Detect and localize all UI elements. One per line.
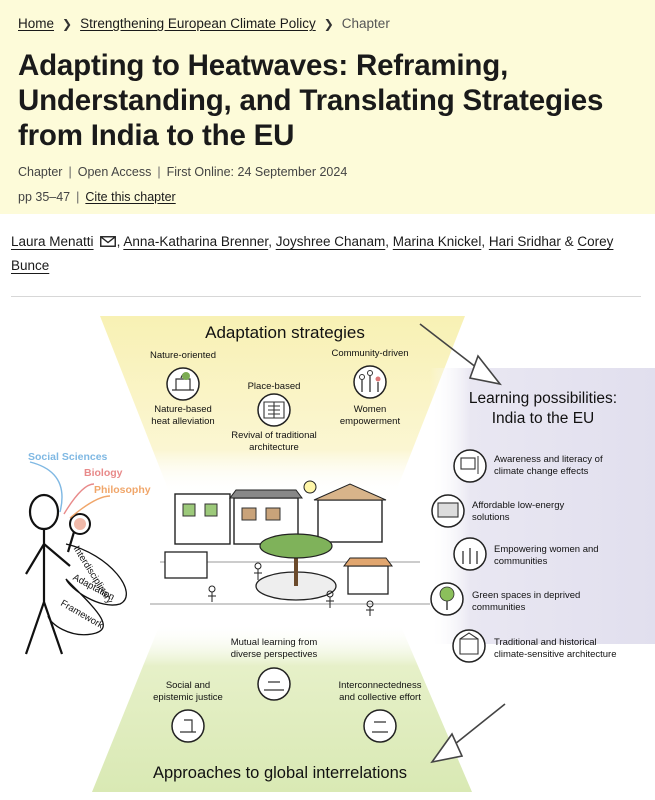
label-line: climate change effects [494,465,589,477]
learning-panel [430,368,655,644]
author-link[interactable]: Marina Knickel [392,234,482,249]
label-line: Nature-based [154,404,212,415]
separator: | [76,190,80,204]
label-line: communities [494,555,548,567]
framework-ribbon [47,543,127,636]
breadcrumb: Home ❯ Strengthening European Climate Po… [18,16,390,31]
label-line: Social and [165,680,211,691]
email-icon[interactable] [99,236,116,247]
strategies-title: Adaptation strategies [205,323,365,342]
ampersand: & [564,234,574,249]
access-badge: Open Access [77,165,152,179]
title-line: Understanding, and Translating Strategie… [18,84,604,117]
page-range: pp 35–47 [18,190,71,204]
awareness-icon [453,449,487,483]
discipline-philosophy: Philosophy [94,484,151,496]
label-line: Learning possibilities: [468,390,618,407]
divider [11,296,641,297]
figure-graphic [24,316,655,792]
label-line: Mutual learning from [230,637,318,648]
label-line: climate-sensitive architecture [494,648,617,660]
author-link[interactable]: Laura Menatti [11,234,94,249]
approaches-funnel [92,624,472,792]
label-line: India to the EU [491,410,595,427]
chapter-meta: Chapter | Open Access | First Online: 24 Sep… [18,165,347,179]
label-line: heat alleviation [151,416,215,427]
first-online-date: First Online: 24 September 2024 [166,165,348,179]
label-line: diverse perspectives [230,649,318,660]
traditional-architecture-icon [452,629,486,663]
chapter-pages: pp 35–47 | Cite this chapter [18,190,176,204]
arrow-head-icon [468,354,502,386]
label-line: empowerment [339,416,401,427]
chapter-header: Home ❯ Strengthening European Climate Po… [0,0,655,214]
label-line: architecture [249,442,299,453]
approaches-title: Approaches to global interrelations [152,764,408,782]
learning-icons [430,449,487,663]
breadcrumb-home-link[interactable]: Home [18,16,55,31]
breadcrumb-current: Chapter [341,16,390,31]
author-link[interactable]: Hari Sridhar [488,234,561,249]
label-line: epistemic justice [153,692,223,703]
author-link[interactable]: Corey [577,234,614,249]
label-line: and collective effort [339,692,421,703]
page-title: Adapting to Heatwaves: Reframing, Unders… [18,48,638,153]
arrow-head-icon [430,732,464,764]
breadcrumb-book-link[interactable]: Strengthening European Climate Policy [80,16,316,31]
justice-icon [171,709,205,743]
chevron-right-icon: ❯ [62,16,73,31]
discipline-biology: Biology [84,467,123,479]
researcher-figure [24,461,111,655]
nature-oriented-label: Nature-oriented [149,350,216,361]
author-link[interactable]: Bunce [11,258,50,273]
learning-title: Learning possibilities: India to the EU [448,389,638,429]
community-driven-label: Community-driven [331,348,409,359]
author-list: Laura Menatti, Anna-Katharina Brenner, J… [11,234,614,273]
mutual-learning-icon [257,667,291,701]
town-illustration [150,480,430,616]
chevron-right-icon: ❯ [323,16,334,31]
label-line: Empowering women and [494,544,599,555]
separator: | [157,165,161,179]
label-line: Interconnectedness [338,680,422,691]
label-line: Revival of traditional [231,430,317,441]
label-line: solutions [472,511,510,523]
label-line: Green spaces in deprived [472,590,581,601]
label-line: Traditional and historical [494,637,597,648]
nature-based-icon [166,367,200,401]
label-line: Awareness and literacy of [494,454,603,465]
title-line: Adapting to Heatwaves: Reframing, [18,49,509,82]
cite-chapter-link[interactable]: Cite this chapter [85,190,176,204]
collective-effort-icon [363,709,397,743]
title-line: from India to the EU [18,119,295,152]
label-line: Affordable low-energy [472,500,565,511]
chapter-type: Chapter [18,165,63,179]
discipline-social-sciences: Social Sciences [28,451,108,463]
label-line: communities [472,601,526,613]
author-link[interactable]: Joyshree Chanam [275,234,386,249]
place-based-label: Place-based [247,381,301,392]
separator: | [68,165,72,179]
label-line: Women [353,404,387,415]
chapter-figure: Adaptation strategies Nature-oriented Na… [0,304,655,800]
author-link[interactable]: Anna-Katharina Brenner [123,234,269,249]
